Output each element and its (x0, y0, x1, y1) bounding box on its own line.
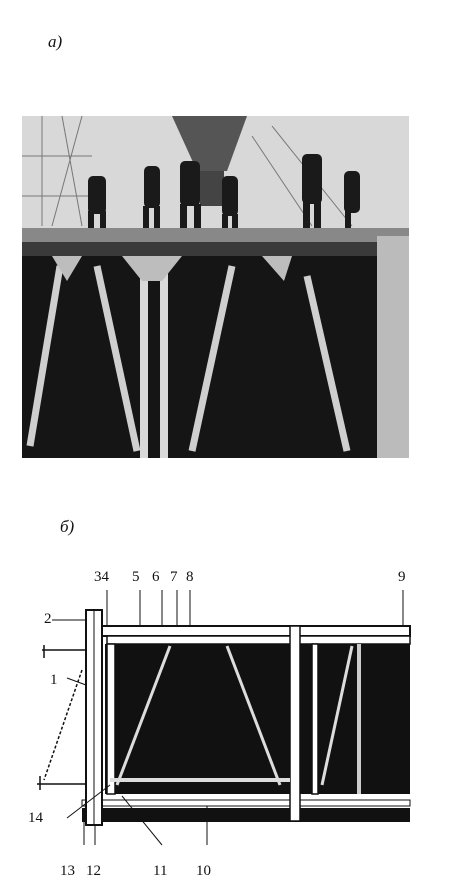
diagonal-braces (115, 645, 354, 786)
top-deck (91, 625, 411, 637)
deck-slab (22, 228, 409, 244)
panel-b-label: б) (60, 517, 75, 536)
vertical-posts (140, 256, 168, 458)
callout-8: 8 (186, 569, 194, 585)
brackets (52, 256, 292, 281)
callout-6: 6 (152, 569, 160, 585)
background-scaffold (22, 116, 353, 227)
diagonal-struts (26, 265, 351, 452)
callout-1: 1 (50, 672, 58, 688)
callout-10: 10 (196, 863, 211, 879)
left-brackets (37, 645, 86, 790)
bottom-slab (82, 808, 410, 822)
callout-2: 2 (44, 611, 52, 627)
callout-14: 14 (28, 810, 43, 826)
callout-11: 11 (153, 863, 168, 879)
inner-posts (106, 625, 319, 822)
callout-5: 5 (132, 569, 140, 585)
formwork-photo (22, 116, 409, 458)
callout-7: 7 (170, 569, 178, 585)
schematic-body (105, 644, 410, 794)
callout-34: 34 (94, 569, 109, 585)
callout-9: 9 (398, 569, 406, 585)
workers (88, 154, 360, 236)
panel-a-label: а) (48, 32, 63, 51)
callout-13: 13 (60, 863, 75, 879)
leader-lines (52, 590, 404, 846)
formwork-schematic (37, 590, 411, 846)
callout-12: 12 (86, 863, 101, 879)
concrete-hopper (172, 116, 247, 171)
